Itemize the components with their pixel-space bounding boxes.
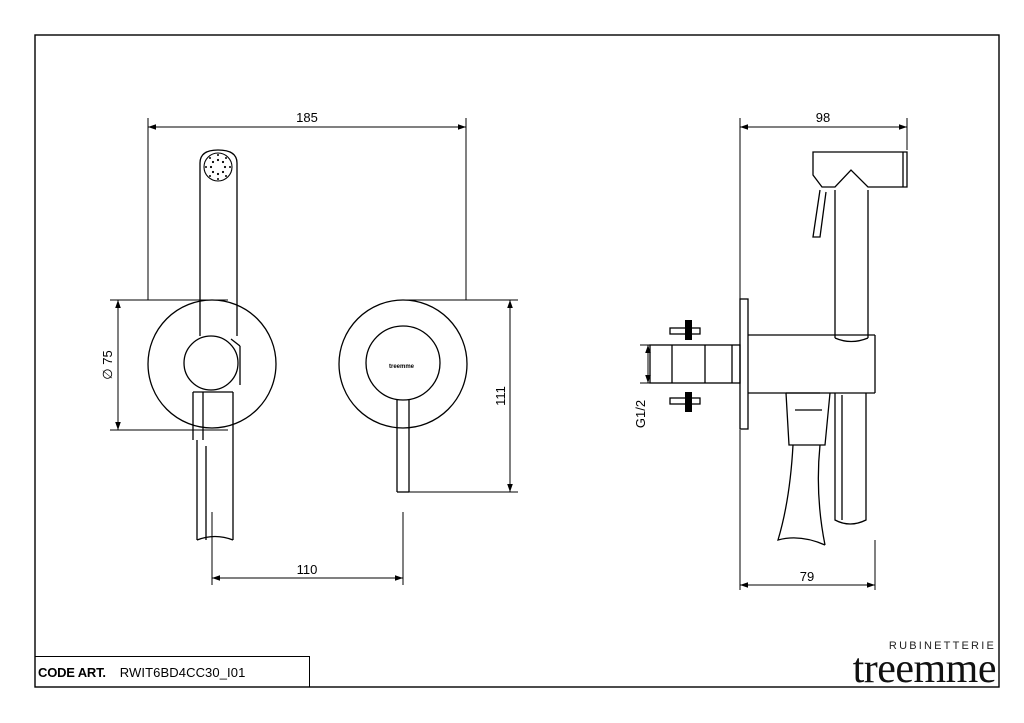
brand-name: treemme bbox=[852, 646, 997, 692]
side-dimension-lines bbox=[640, 118, 908, 590]
spray-face-icon bbox=[203, 152, 233, 182]
front-view-hand-shower bbox=[147, 149, 277, 541]
front-dimension-lines bbox=[110, 118, 518, 585]
mixer-logo: treemme bbox=[389, 364, 415, 370]
dimension-diameter-75: ∅ 75 bbox=[100, 350, 115, 379]
dimension-111: 111 bbox=[493, 386, 508, 406]
dimension-185: 185 bbox=[296, 110, 318, 125]
dimension-79: 79 bbox=[800, 569, 814, 584]
brand-subtitle: RUBINETTERIE bbox=[888, 640, 996, 652]
dimension-98: 98 bbox=[816, 110, 830, 125]
dimension-g1-2: G1/2 bbox=[633, 400, 648, 428]
brand-logo: RUBINETTERIE treemme bbox=[852, 640, 997, 692]
code-art-value: RWIT6BD4CC30_I01 bbox=[119, 664, 246, 680]
side-view bbox=[649, 151, 908, 546]
code-art-block: CODE ART. RWIT6BD4CC30_I01 bbox=[35, 656, 310, 687]
drawing-frame bbox=[34, 34, 1000, 688]
code-art-label: CODE ART. bbox=[38, 664, 106, 680]
front-view-mixer bbox=[338, 299, 468, 585]
dimension-110: 110 bbox=[297, 562, 318, 577]
